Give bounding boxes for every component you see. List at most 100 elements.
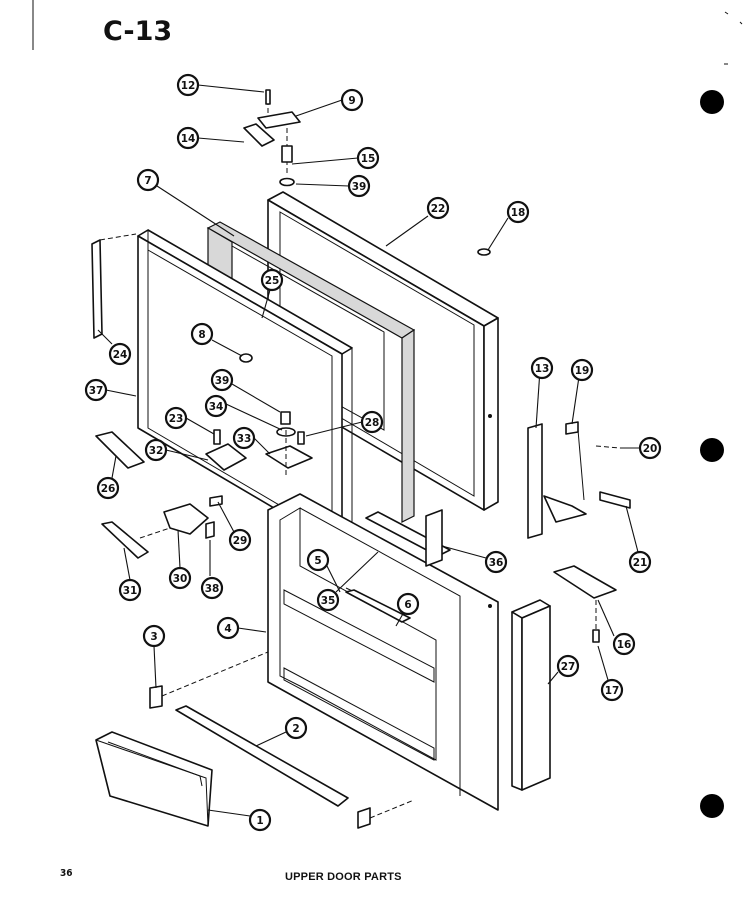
punch-holes xyxy=(700,90,724,818)
callout: 26 xyxy=(96,476,120,500)
svg-text:9: 9 xyxy=(348,95,355,107)
svg-text:20: 20 xyxy=(643,443,658,455)
inner-door-liner xyxy=(267,493,499,811)
callout: 15 xyxy=(356,146,380,170)
svg-text:12: 12 xyxy=(181,80,196,92)
callout: 16 xyxy=(612,632,636,656)
callout: 24 xyxy=(108,342,132,366)
svg-text:27: 27 xyxy=(561,661,576,673)
callout: 39 xyxy=(210,368,234,392)
callout: 32 xyxy=(144,438,168,462)
callout: 13 xyxy=(530,356,554,380)
svg-text:23: 23 xyxy=(169,413,184,425)
callout: 3 xyxy=(142,624,166,648)
svg-text:15: 15 xyxy=(361,153,376,165)
svg-text:35: 35 xyxy=(321,595,336,607)
callout: 12 xyxy=(176,73,200,97)
svg-text:18: 18 xyxy=(511,207,526,219)
svg-text:22: 22 xyxy=(431,203,446,215)
punch-hole xyxy=(700,794,724,818)
callout: 14 xyxy=(176,126,200,150)
svg-text:39: 39 xyxy=(352,181,367,193)
callout: 28 xyxy=(360,410,384,434)
door-gasket-frame xyxy=(137,229,353,549)
svg-text:34: 34 xyxy=(209,401,224,413)
callout: 21 xyxy=(628,550,652,574)
page-caption: UPPER DOOR PARTS xyxy=(285,871,402,883)
callout: 36 xyxy=(484,550,508,574)
svg-text:2: 2 xyxy=(292,723,299,735)
svg-text:19: 19 xyxy=(575,365,590,377)
svg-text:17: 17 xyxy=(605,685,620,697)
lower-hinge-assembly xyxy=(95,353,313,559)
svg-text:26: 26 xyxy=(101,483,116,495)
callout: 2 xyxy=(284,716,308,740)
svg-text:25: 25 xyxy=(265,275,280,287)
page-number: 36 xyxy=(60,868,73,879)
svg-text:37: 37 xyxy=(89,385,104,397)
callout: 9 xyxy=(340,88,364,112)
right-hinge-brackets xyxy=(527,421,631,539)
svg-text:4: 4 xyxy=(224,623,231,635)
callout: 1 xyxy=(248,808,272,832)
svg-text:38: 38 xyxy=(205,583,220,595)
svg-text:16: 16 xyxy=(617,639,632,651)
svg-text:14: 14 xyxy=(181,133,196,145)
svg-text:32: 32 xyxy=(149,445,164,457)
svg-text:13: 13 xyxy=(535,363,550,375)
shelf-rail-parts xyxy=(345,509,451,623)
callout: 7 xyxy=(136,168,160,192)
callout: 35 xyxy=(316,588,340,612)
svg-text:28: 28 xyxy=(365,417,380,429)
callout: 25 xyxy=(260,268,284,292)
svg-text:29: 29 xyxy=(233,535,248,547)
svg-text:30: 30 xyxy=(173,573,188,585)
side-rail xyxy=(511,599,551,791)
callout: 18 xyxy=(506,200,530,224)
callout: 23 xyxy=(164,406,188,430)
callout: 30 xyxy=(168,566,192,590)
svg-text:24: 24 xyxy=(113,349,128,361)
door-foam-insulation xyxy=(206,221,416,523)
section-code: C-13 xyxy=(103,16,173,47)
svg-text:5: 5 xyxy=(314,555,321,567)
callout: 22 xyxy=(426,196,450,220)
svg-text:36: 36 xyxy=(489,557,504,569)
callout: 5 xyxy=(306,548,330,572)
callout: 37 xyxy=(84,378,108,402)
callout: 27 xyxy=(556,654,580,678)
bottom-bracket xyxy=(553,565,617,643)
svg-text:6: 6 xyxy=(404,599,411,611)
svg-text:31: 31 xyxy=(123,585,138,597)
callout: 8 xyxy=(190,322,214,346)
svg-text:33: 33 xyxy=(237,433,252,445)
callout: 39 xyxy=(347,174,371,198)
punch-hole xyxy=(700,438,724,462)
svg-text:7: 7 xyxy=(144,175,151,187)
door-bin xyxy=(95,731,213,827)
callout: 38 xyxy=(200,576,224,600)
side-trim-strip xyxy=(91,233,137,339)
callout: 33 xyxy=(232,426,256,450)
svg-text:1: 1 xyxy=(256,815,263,827)
svg-text:8: 8 xyxy=(198,329,205,341)
bottom-trim-and-clips xyxy=(149,651,415,829)
svg-text:39: 39 xyxy=(215,375,230,387)
upper-hinge-assembly xyxy=(243,89,301,187)
callout: 29 xyxy=(228,528,252,552)
leader-lines xyxy=(97,84,640,817)
callout: 34 xyxy=(204,394,228,418)
scan-marks xyxy=(32,0,743,65)
callout: 17 xyxy=(600,678,624,702)
svg-text:3: 3 xyxy=(150,631,157,643)
svg-text:21: 21 xyxy=(633,557,648,569)
callout: 19 xyxy=(570,358,594,382)
outer-door-panel xyxy=(267,191,499,511)
callout: 4 xyxy=(216,616,240,640)
punch-hole xyxy=(700,90,724,114)
callout: 20 xyxy=(638,436,662,460)
callout: 6 xyxy=(396,592,420,616)
callout: 31 xyxy=(118,578,142,602)
